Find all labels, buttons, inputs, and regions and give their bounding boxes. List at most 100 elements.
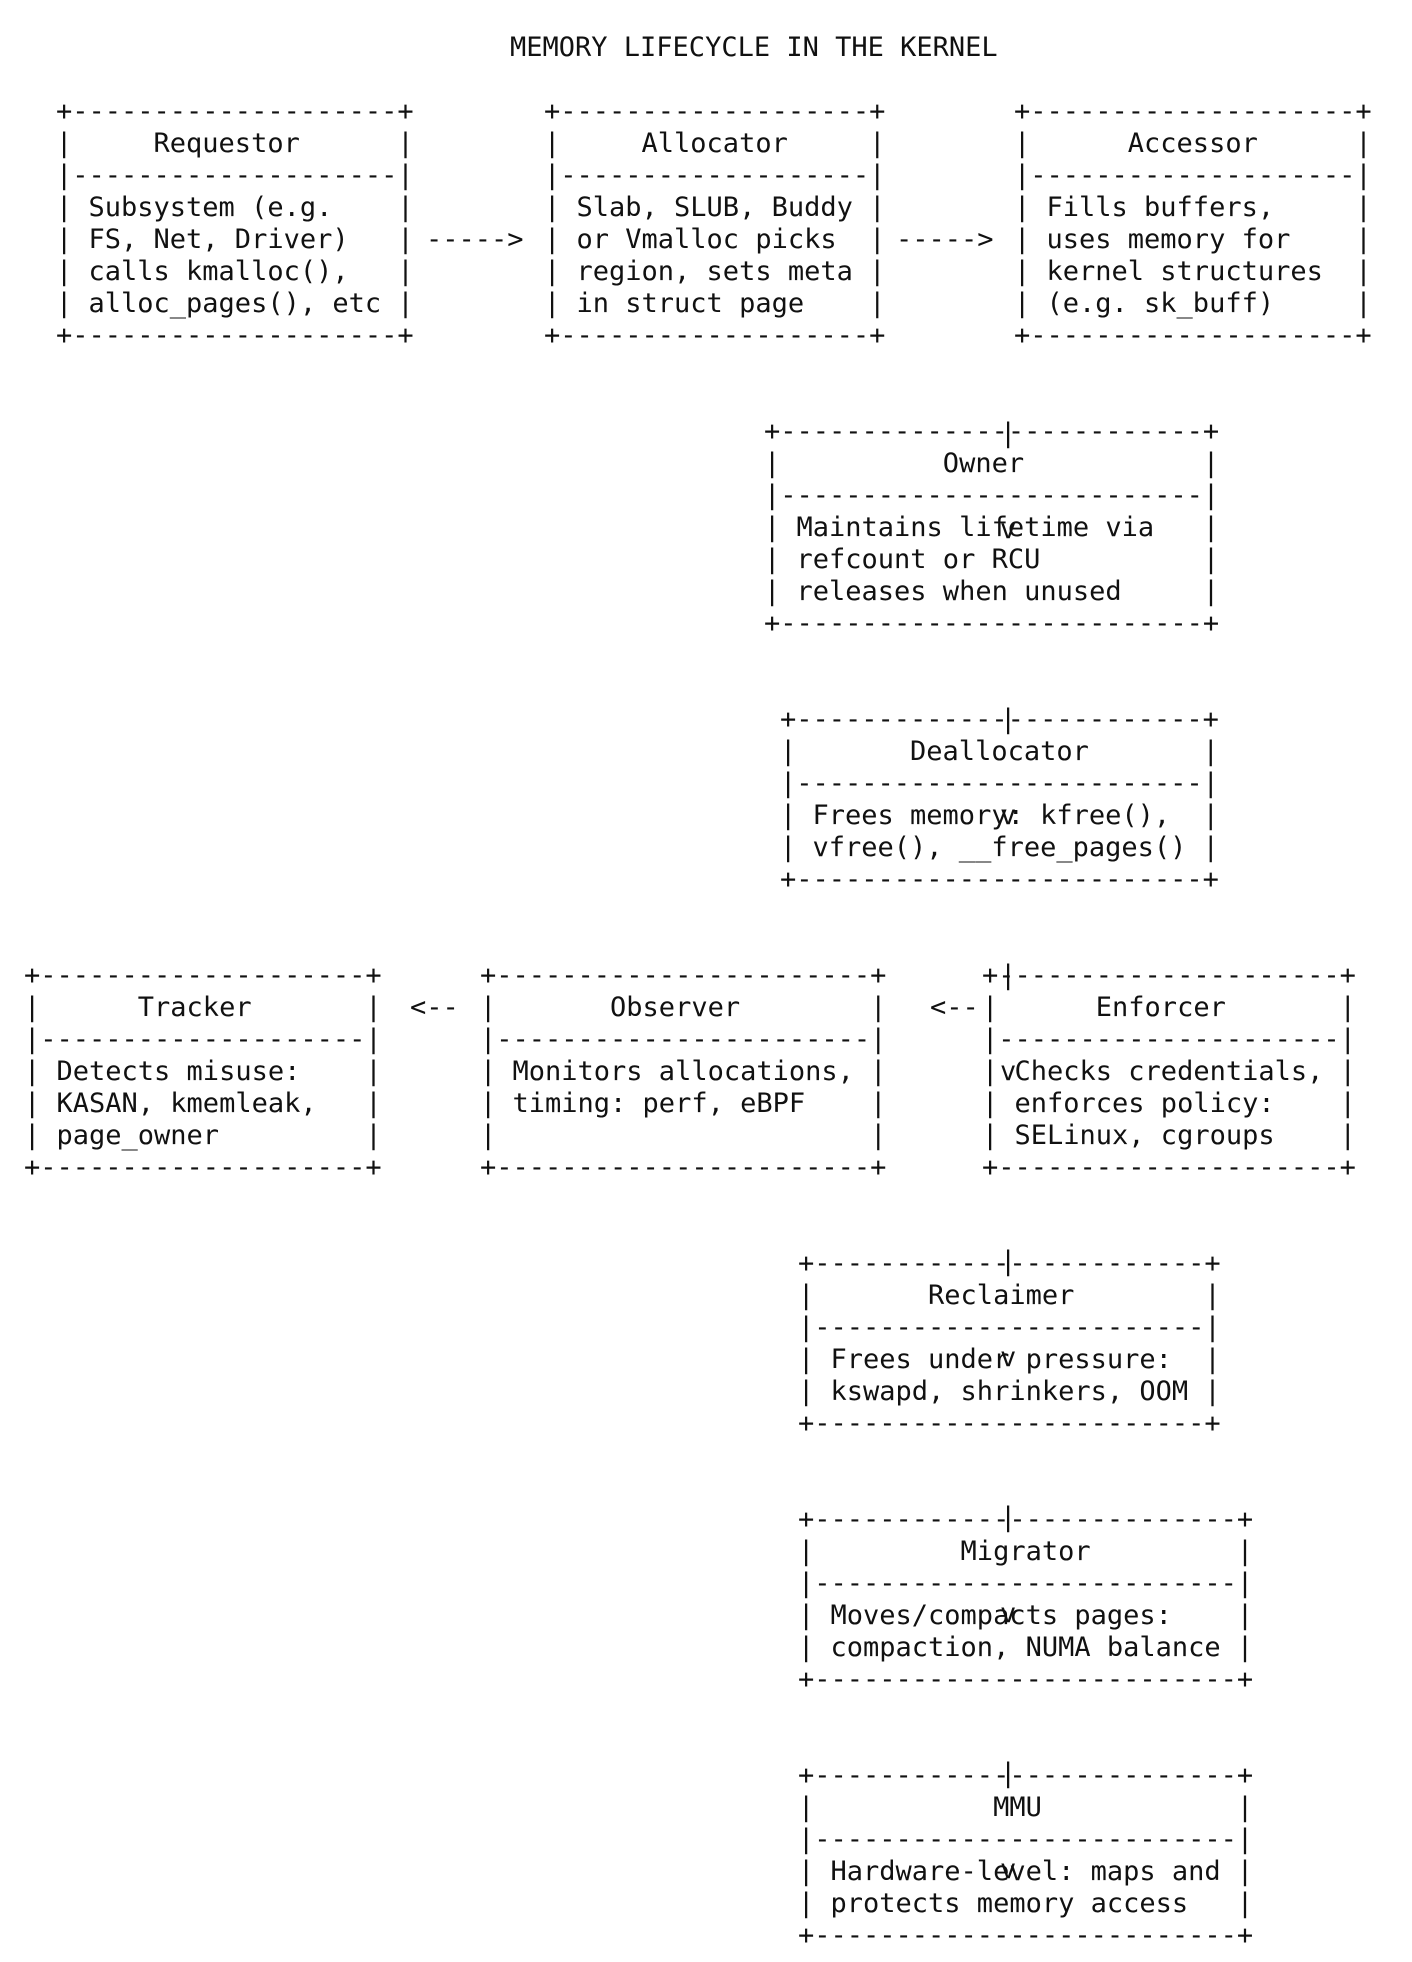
- box-line: | uses memory for |: [1014, 224, 1372, 255]
- box-line: | timing: perf, eBPF |: [480, 1088, 887, 1119]
- box-line: | region, sets meta |: [544, 256, 886, 287]
- box-line: | protects memory access |: [798, 1888, 1254, 1919]
- box-border: |--------------------------|: [764, 480, 1220, 511]
- box-border: +-----------------------+: [480, 960, 887, 991]
- box-title: | Allocator |: [544, 128, 886, 159]
- box-title: | MMU |: [798, 1792, 1254, 1823]
- box-tracker: +--------------------+| Tracker ||------…: [24, 960, 382, 1184]
- box-line: | releases when unused |: [764, 576, 1220, 607]
- box-owner: +--------------------------+| Owner ||--…: [764, 416, 1219, 640]
- box-title: | Deallocator |: [780, 736, 1219, 767]
- box-line: | Checks credentials, |: [982, 1056, 1356, 1087]
- box-allocator: +-------------------+| Allocator ||-----…: [544, 96, 885, 352]
- box-line: | or Vmalloc picks |: [544, 224, 886, 255]
- box-border: +------------------------+: [798, 1408, 1221, 1439]
- box-title: | Reclaimer |: [798, 1280, 1221, 1311]
- diagram-title: MEMORY LIFECYCLE IN THE KERNEL: [510, 32, 998, 63]
- box-mmu: +--------------------------+| MMU ||----…: [798, 1760, 1253, 1952]
- box-deallocator: +-------------------------+| Deallocator…: [780, 704, 1219, 896]
- arrow-head: v: [1000, 800, 1017, 831]
- box-border: +--------------------+: [56, 96, 414, 127]
- box-line: | Frees under pressure: |: [798, 1344, 1221, 1375]
- box-border: |-----------------------|: [480, 1024, 887, 1055]
- arrow-stem: |: [1000, 704, 1017, 735]
- box-line: | Hardware-level: maps and |: [798, 1856, 1254, 1887]
- box-border: +--------------------------+: [798, 1760, 1254, 1791]
- box-line: | compaction, NUMA balance |: [798, 1632, 1254, 1663]
- arrow-observer-to-tracker: <--: [410, 992, 459, 1023]
- box-line: | kernel structures |: [1014, 256, 1372, 287]
- box-line: | kswapd, shrinkers, OOM |: [798, 1376, 1221, 1407]
- box-border: +-------------------------+: [780, 704, 1219, 735]
- box-border: +--------------------+: [56, 320, 414, 351]
- box-line: | (e.g. sk_buff) |: [1014, 288, 1372, 319]
- box-title: | Observer |: [480, 992, 887, 1023]
- box-border: |--------------------|: [56, 160, 414, 191]
- arrow-allocator-to-accessor: ----->: [896, 224, 994, 255]
- box-reclaimer: +------------------------+| Reclaimer ||…: [798, 1248, 1221, 1440]
- box-line: | SELinux, cgroups |: [982, 1120, 1356, 1151]
- box-border: +--------------------------+: [798, 1664, 1254, 1695]
- box-border: +--------------------------+: [764, 608, 1220, 639]
- box-border: |-------------------------|: [780, 768, 1219, 799]
- arrow-head: v: [1000, 1854, 1017, 1885]
- arrow-head: v: [1000, 1598, 1017, 1629]
- box-border: +-----------------------+: [480, 1152, 887, 1183]
- box-enforcer: +---------------------+ | Enforcer ||----…: [982, 960, 1356, 1184]
- box-line: | Frees memory: kfree(), |: [780, 800, 1219, 831]
- box-border: +-------------------------+: [780, 864, 1219, 895]
- box-line: | Maintains lifetime via |: [764, 512, 1220, 543]
- arrow-stem: |: [1000, 960, 1017, 991]
- box-border: +-------------------+: [544, 320, 886, 351]
- box-border: |------------------------|: [798, 1312, 1221, 1343]
- arrow-stem: |: [1000, 1246, 1017, 1277]
- box-border: +---------------------+: [982, 1152, 1356, 1183]
- box-border: +--------------------+: [24, 960, 382, 991]
- box-requestor: +--------------------+| Requestor ||----…: [56, 96, 414, 352]
- box-line: | Fills buffers, |: [1014, 192, 1372, 223]
- box-border: |---------------------|: [982, 1024, 1356, 1055]
- box-border: |--------------------|: [1014, 160, 1372, 191]
- arrow-enforcer-to-observer: <--: [930, 992, 979, 1023]
- box-border: +--------------------+: [1014, 320, 1372, 351]
- box-border: +--------------------------+: [798, 1504, 1254, 1535]
- box-accessor: +--------------------+ | Accessor ||-----…: [1014, 96, 1372, 352]
- box-line: | Slab, SLUB, Buddy |: [544, 192, 886, 223]
- box-border: +-------------------+: [544, 96, 886, 127]
- arrow-head: v: [1000, 1056, 1017, 1087]
- box-border: +------------------------+: [798, 1248, 1221, 1279]
- box-line: | page_owner |: [24, 1120, 382, 1151]
- box-line: | alloc_pages(), etc |: [56, 288, 414, 319]
- box-line: | Moves/compacts pages: |: [798, 1600, 1254, 1631]
- box-border: +--------------------------+: [764, 416, 1220, 447]
- box-border: |--------------------------|: [798, 1568, 1254, 1599]
- arrow-accessor-to-owner: | v: [1000, 354, 1033, 578]
- box-border: |--------------------------|: [798, 1824, 1254, 1855]
- arrow-head: v: [1000, 514, 1017, 545]
- arrow-deallocator-to-enforcer: | v: [1000, 896, 1033, 1120]
- arrow-requestor-to-allocator: ----->: [426, 224, 524, 255]
- box-line: | vfree(), __free_pages() |: [780, 832, 1219, 863]
- box-line: | FS, Net, Driver) |: [56, 224, 414, 255]
- box-title: | Migrator |: [798, 1536, 1254, 1567]
- box-line: | in struct page |: [544, 288, 886, 319]
- box-title: | Enforcer |: [982, 992, 1356, 1023]
- box-border: |-------------------|: [544, 160, 886, 191]
- box-line: | Subsystem (e.g. |: [56, 192, 414, 223]
- arrow-owner-to-deallocator: | v: [1000, 640, 1033, 864]
- box-title: | Requestor |: [56, 128, 414, 159]
- box-title: | Tracker |: [24, 992, 382, 1023]
- box-line: | Detects misuse: |: [24, 1056, 382, 1087]
- arrow-stem: |: [1000, 418, 1017, 449]
- box-line: | |: [480, 1120, 887, 1151]
- box-border: +--------------------------+: [798, 1920, 1254, 1951]
- box-border: |--------------------|: [24, 1024, 382, 1055]
- arrow-enforcer-to-reclaimer: | v: [1000, 1182, 1033, 1406]
- box-observer: +-----------------------+| Observer ||--…: [480, 960, 886, 1184]
- box-border: +--------------------+: [24, 1152, 382, 1183]
- arrow-head: v: [1000, 1342, 1017, 1373]
- box-title: | Owner |: [764, 448, 1220, 479]
- box-line: | KASAN, kmemleak, |: [24, 1088, 382, 1119]
- arrow-migrator-to-mmu: | v: [1000, 1694, 1033, 1918]
- box-title: | Accessor |: [1014, 128, 1372, 159]
